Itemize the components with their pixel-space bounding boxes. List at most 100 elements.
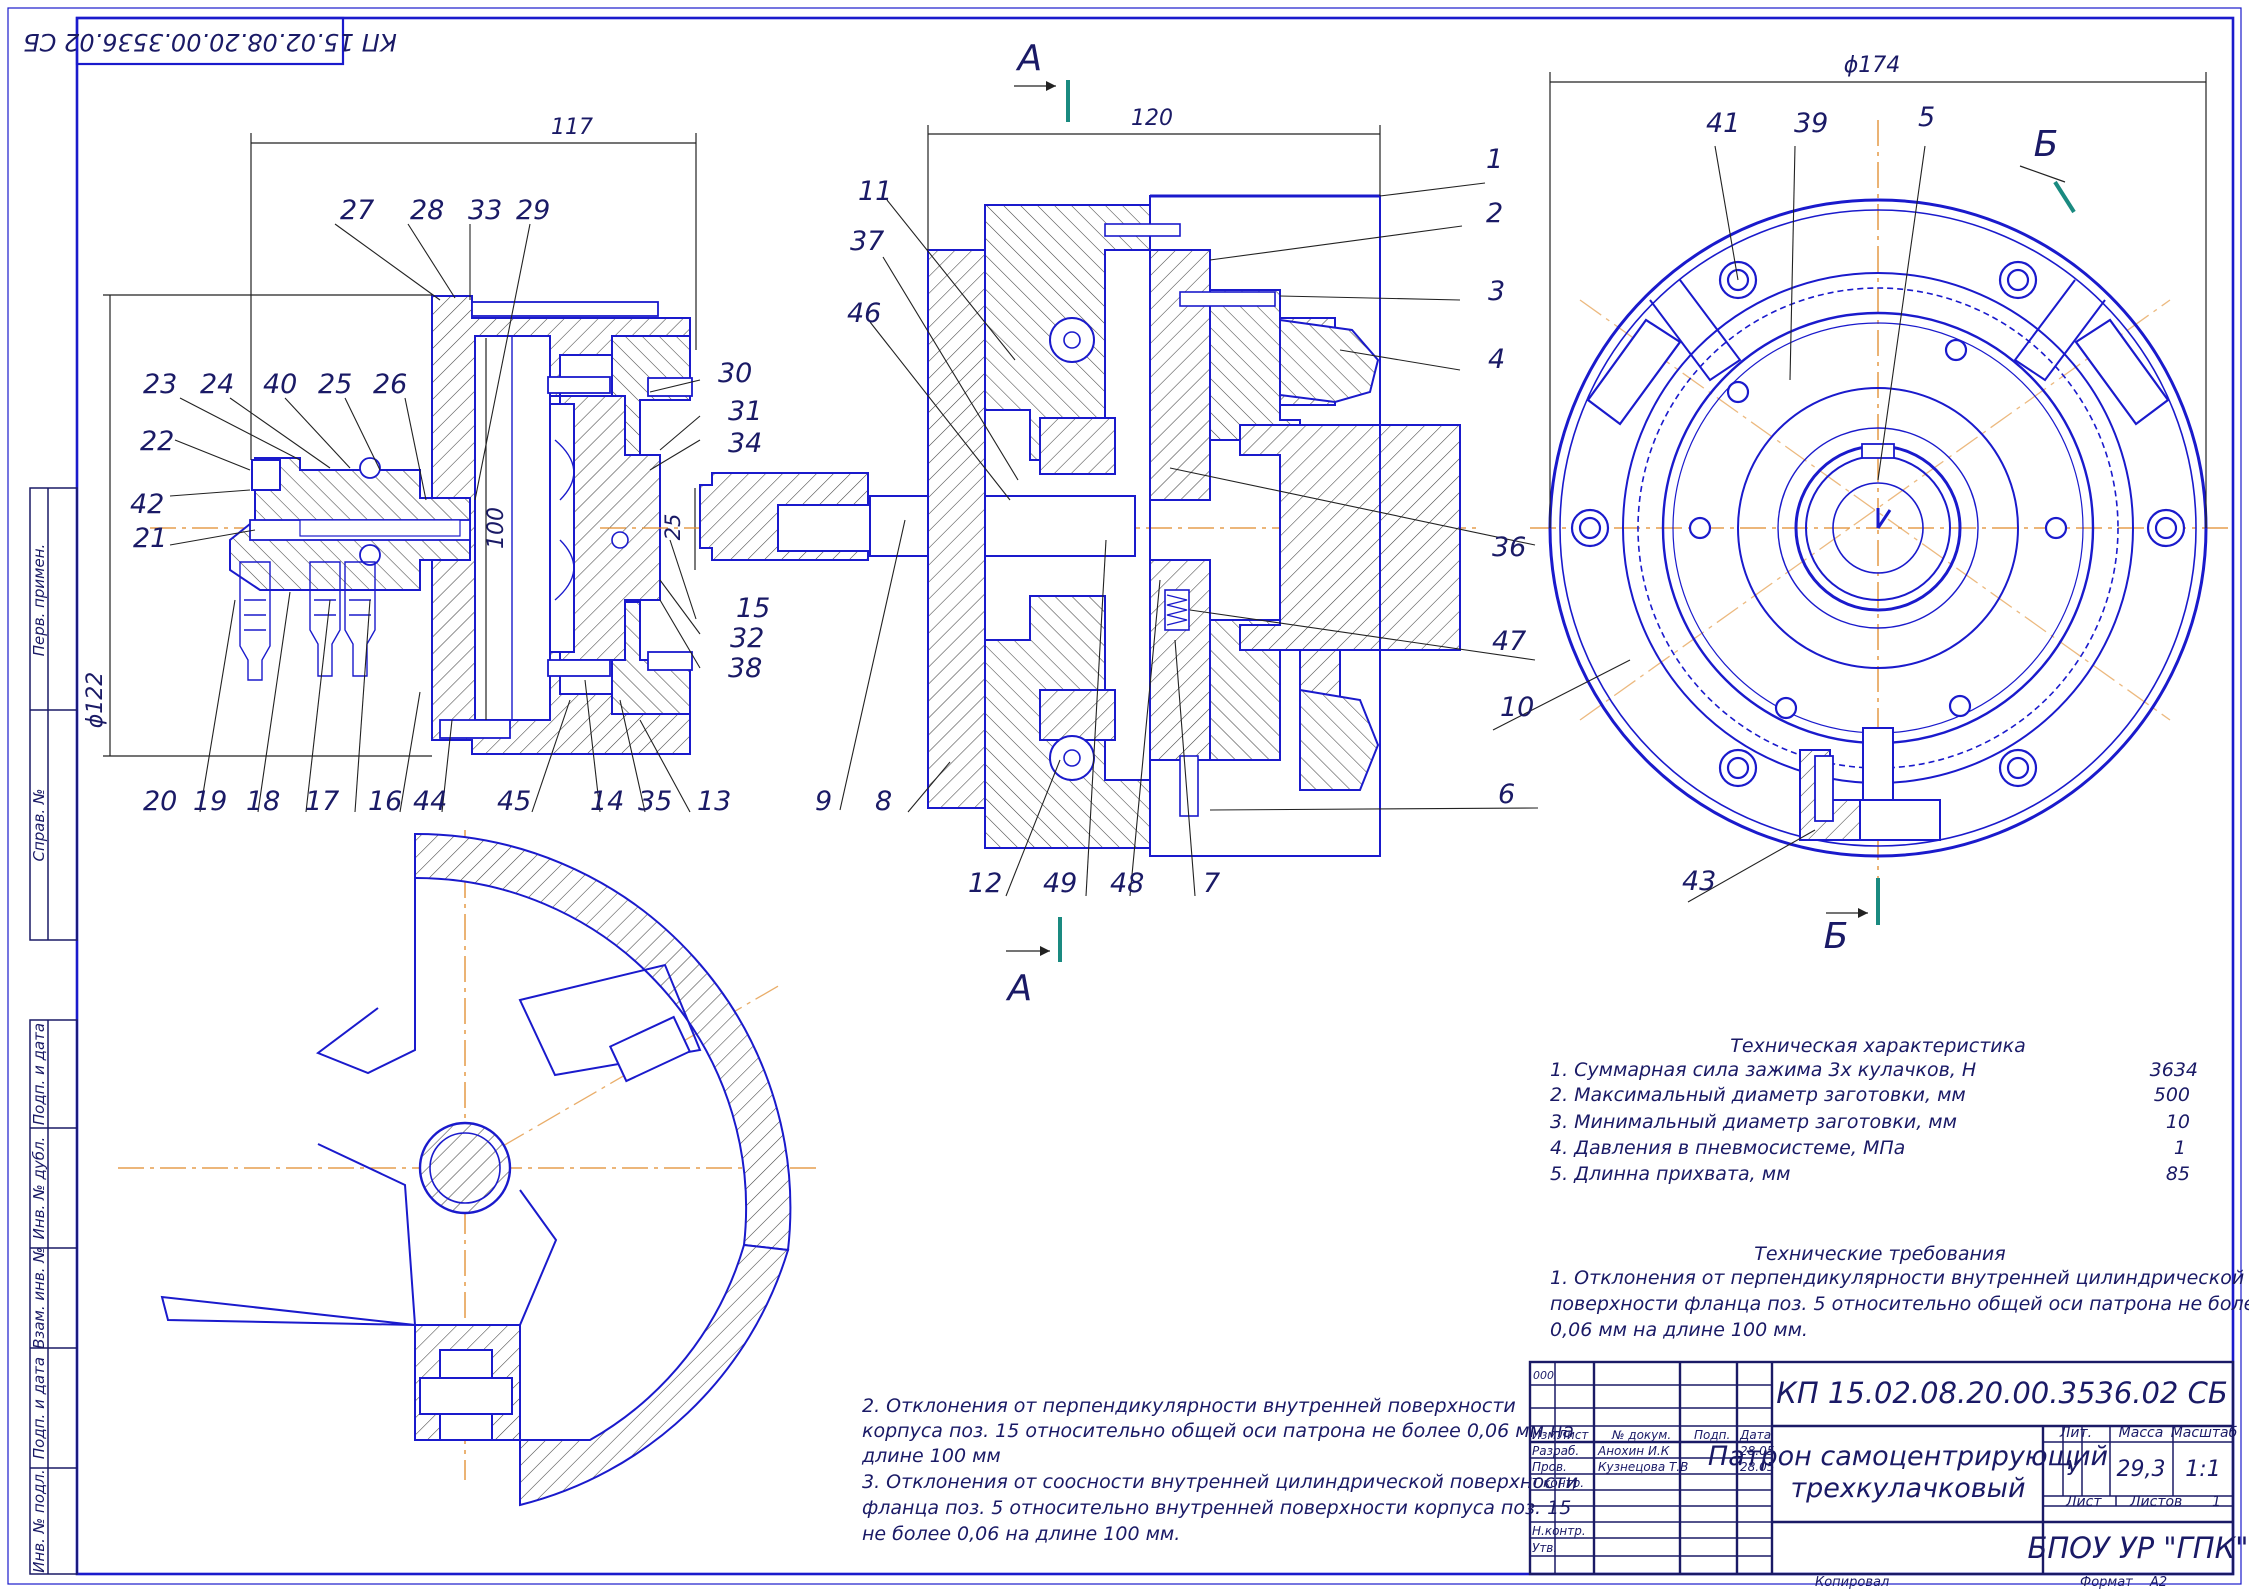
corner-code-text: КП 15.02.08.20.00.3536.02 СБ bbox=[23, 28, 397, 56]
sheets-label: Листов bbox=[2129, 1494, 2182, 1510]
tech-req-line: длине 100 мм bbox=[861, 1445, 1001, 1467]
title-name-line-1: Патрон самоцентрирующий bbox=[1708, 1441, 2108, 1472]
callout: 25 bbox=[318, 369, 352, 400]
tech-char-row-value: 85 bbox=[2166, 1163, 2190, 1185]
callout: 14 bbox=[590, 786, 624, 817]
tech-char-title: Техническая характеристика bbox=[1730, 1035, 2025, 1057]
tech-req-line: поверхности фланца поз. 5 относительно о… bbox=[1550, 1293, 2249, 1315]
callout: 31 bbox=[728, 396, 762, 427]
stamp-sprav-no: Справ. № bbox=[30, 789, 48, 862]
r2-role: Пров. bbox=[1532, 1460, 1567, 1474]
format-label: Формат bbox=[2080, 1575, 2133, 1590]
callout: 9 bbox=[815, 786, 832, 817]
callout: 5 bbox=[1918, 102, 1935, 133]
callout: 6 bbox=[1498, 779, 1515, 810]
tech-char-row-label: 2. Максимальный диаметр заготовки, мм bbox=[1550, 1084, 1966, 1106]
title-name-line-2: трехкулачковый bbox=[1790, 1473, 2025, 1504]
tech-req-line: 1. Отклонения от перпендикулярности внут… bbox=[1550, 1267, 2244, 1289]
callout: 10 bbox=[1500, 692, 1534, 723]
hdr-izm: Изм. bbox=[1532, 1428, 1560, 1442]
scale-value: 1:1 bbox=[2185, 1457, 2220, 1482]
tech-req-line: не более 0,06 на длине 100 мм. bbox=[862, 1523, 1180, 1545]
format-value: А2 bbox=[2149, 1575, 2167, 1590]
title-org: БПОУ УР "ГПК" bbox=[2027, 1531, 2248, 1565]
callout: 27 bbox=[340, 195, 374, 226]
callout: 34 bbox=[728, 428, 762, 459]
dim-117: 117 bbox=[551, 115, 593, 140]
callout: 19 bbox=[193, 786, 227, 817]
callout: 21 bbox=[133, 523, 167, 554]
title-block: КП 15.02.08.20.00.3536.02 СБ Патрон само… bbox=[1528, 1360, 2249, 1590]
tech-char-row-value: 3634 bbox=[2150, 1059, 2198, 1081]
mass-value: 29,3 bbox=[2117, 1457, 2166, 1482]
mass-header: Масса bbox=[2119, 1425, 2164, 1441]
stamp-podp-data-2: Подп. и дата bbox=[30, 1357, 48, 1459]
callout: 40 bbox=[263, 369, 297, 400]
callout: 18 bbox=[246, 786, 280, 817]
callout-numbers: 27 28 33 29 23 24 40 25 26 22 42 21 30 3… bbox=[130, 102, 1935, 899]
callout: 43 bbox=[1682, 866, 1716, 897]
lit-header: Лит. bbox=[2059, 1425, 2092, 1441]
callout: 20 bbox=[143, 786, 177, 817]
callout: 42 bbox=[130, 489, 164, 520]
dim-120: 120 bbox=[1131, 106, 1173, 131]
tech-char-row-label: 1. Суммарная сила зажима 3х кулачков, Н bbox=[1550, 1059, 1976, 1081]
callout: 24 bbox=[200, 369, 234, 400]
callout: 47 bbox=[1492, 626, 1526, 657]
hdr-ndok: № докум. bbox=[1611, 1428, 1671, 1442]
callout: 22 bbox=[140, 426, 174, 457]
callout: 36 bbox=[1492, 532, 1526, 563]
callout: 23 bbox=[143, 369, 177, 400]
callout: 35 bbox=[638, 786, 672, 817]
callout: 3 bbox=[1488, 276, 1505, 307]
dim-25: 25 bbox=[661, 514, 685, 541]
r2-date: 28.05 bbox=[1740, 1460, 1774, 1474]
leader-lines bbox=[169, 145, 1926, 903]
dim-122: ϕ122 bbox=[83, 672, 108, 729]
stamp-perv-primen: Перв. примен. bbox=[30, 544, 48, 657]
hdr-data: Дата bbox=[1739, 1428, 1771, 1442]
scale-header: Масштаб bbox=[2171, 1425, 2238, 1441]
r2-name: Кузнецова Т.В bbox=[1598, 1460, 1688, 1474]
r1-role: Разраб. bbox=[1532, 1444, 1579, 1458]
callout: 1 bbox=[1486, 144, 1503, 175]
section-b-bottom: Б bbox=[1824, 916, 1849, 957]
callout: 16 bbox=[368, 786, 402, 817]
tech-req-line: 3. Отклонения от соосности внутренней ци… bbox=[862, 1471, 1578, 1493]
r4-role: Н.контр. bbox=[1532, 1524, 1586, 1538]
lit-value: У bbox=[2067, 1456, 2081, 1480]
tech-char-row-value: 10 bbox=[2166, 1111, 2190, 1133]
callout: 4 bbox=[1488, 344, 1505, 375]
middle-chuck-section: 120 А А bbox=[600, 38, 1480, 1009]
hdr-list: Лист bbox=[1557, 1428, 1589, 1442]
callout: 15 bbox=[736, 593, 770, 624]
callout: 2 bbox=[1486, 198, 1503, 229]
callout: 12 bbox=[968, 868, 1002, 899]
callout: 8 bbox=[875, 786, 892, 817]
callout: 26 bbox=[373, 369, 407, 400]
callout: 7 bbox=[1203, 868, 1220, 899]
stamp-inv-podl: Инв. № подл. bbox=[30, 1469, 48, 1572]
title-doc-code: КП 15.02.08.20.00.3536.02 СБ bbox=[1776, 1376, 2228, 1410]
left-cylinder-view: 117 ϕ122 100 25 bbox=[83, 115, 697, 757]
callout: 46 bbox=[847, 298, 881, 329]
section-a-top: А bbox=[1016, 38, 1043, 79]
tb-corner-code: 000 bbox=[1533, 1369, 1554, 1382]
callout: 39 bbox=[1794, 108, 1828, 139]
tech-req-title: Технические требования bbox=[1754, 1243, 2005, 1265]
callout: 17 bbox=[305, 786, 339, 817]
callout: 28 bbox=[410, 195, 444, 226]
callout: 37 bbox=[850, 226, 884, 257]
tech-req-line: 2. Отклонения от перпендикулярности внут… bbox=[862, 1395, 1516, 1417]
tech-char-row-label: 4. Давления в пневмосистеме, МПа bbox=[1550, 1137, 1905, 1159]
tech-char-row-label: 3. Минимальный диаметр заготовки, мм bbox=[1550, 1111, 1957, 1133]
stamp-podp-data-1: Подп. и дата bbox=[30, 1023, 48, 1125]
tech-char-row-label: 5. Длинна прихвата, мм bbox=[1550, 1163, 1790, 1185]
section-b-top: Б bbox=[2034, 124, 2059, 165]
dim-174: ϕ174 bbox=[1844, 53, 1901, 78]
callout: 32 bbox=[730, 623, 764, 654]
stamp-inv-dubl: Инв. № дубл. bbox=[30, 1137, 48, 1240]
tech-char-row-value: 1 bbox=[2174, 1137, 2186, 1159]
tech-requirements: Технические требования 1. Отклонения от … bbox=[861, 1243, 2249, 1545]
